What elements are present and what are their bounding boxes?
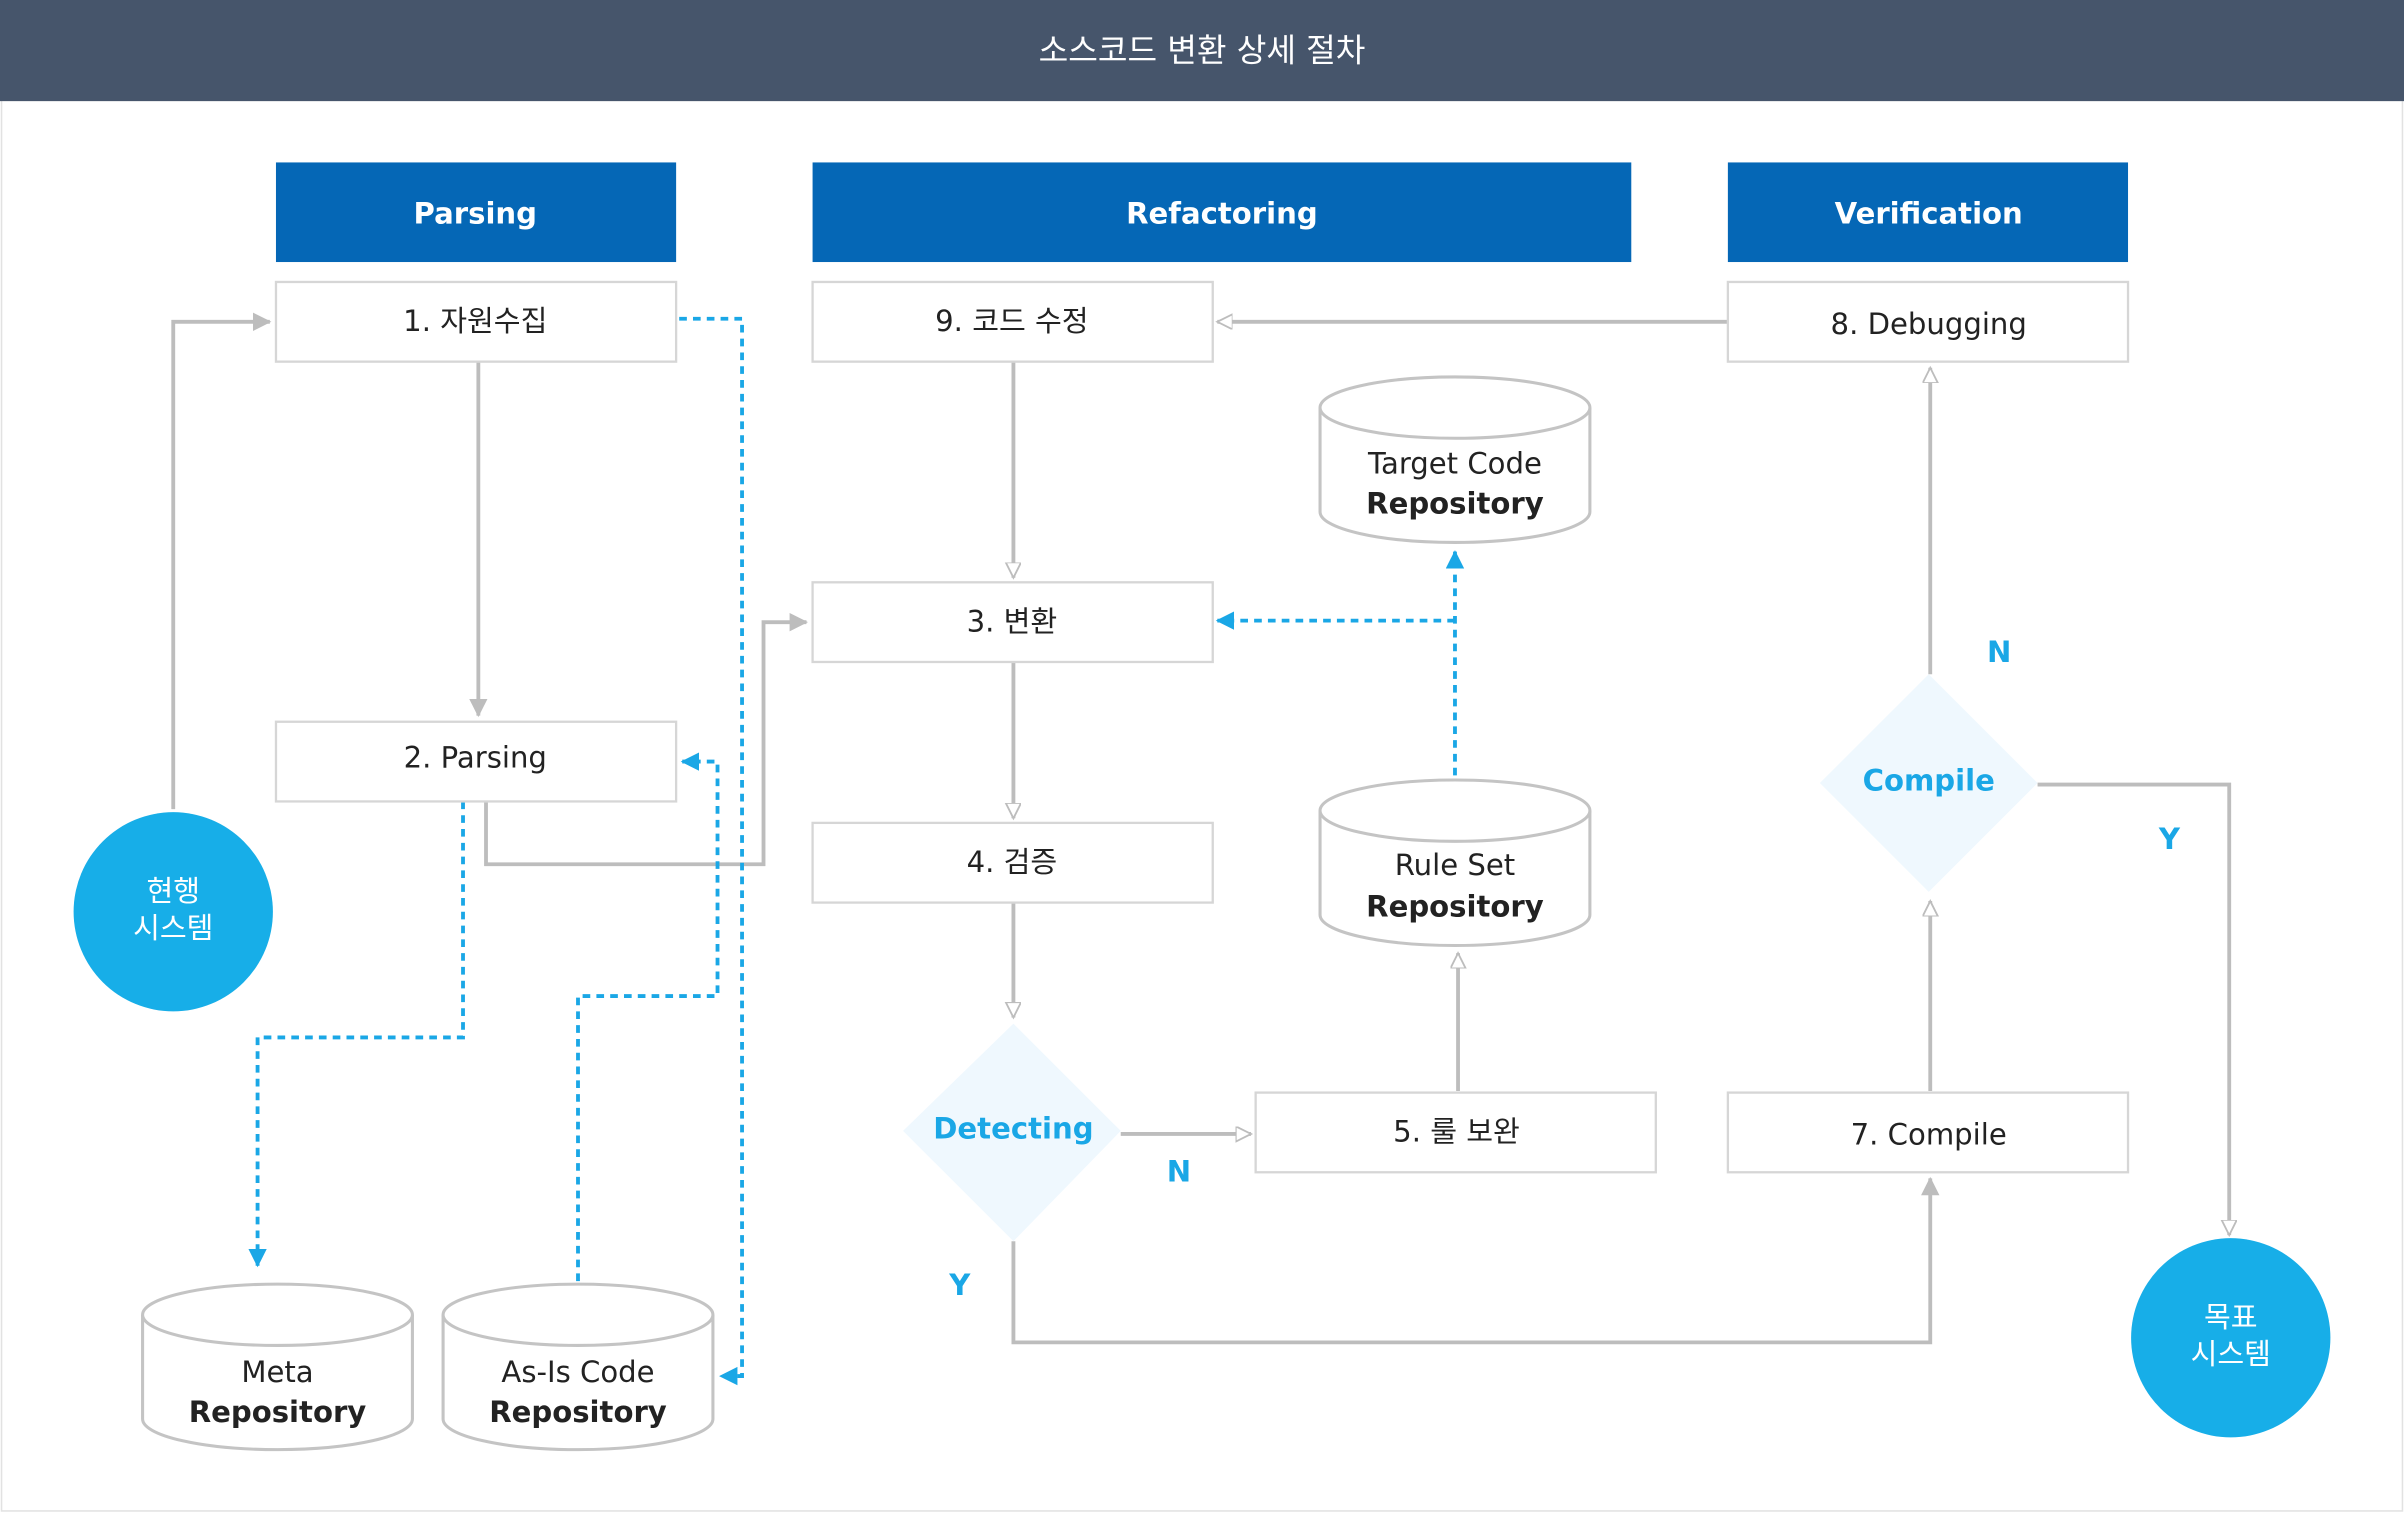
svg-text:Repository: Repository <box>1366 889 1544 923</box>
svg-text:현행: 현행 <box>146 874 200 908</box>
svg-text:Detecting: Detecting <box>933 1112 1093 1146</box>
arrow-s2-to-s3 <box>484 612 808 867</box>
decision-detecting: Detecting <box>903 1023 1121 1242</box>
phase-parsing-label: Parsing <box>414 197 537 231</box>
svg-text:9. 코드 수정: 9. 코드 수정 <box>935 304 1088 338</box>
arrow-compile-to-target <box>2037 782 2230 1236</box>
svg-text:Repository: Repository <box>1366 486 1544 520</box>
svg-text:Target Code: Target Code <box>1367 447 1542 481</box>
svg-text:4. 검증: 4. 검증 <box>967 845 1058 879</box>
target-system: 목표 시스템 <box>2131 1238 2331 1438</box>
step-8: 8. Debugging <box>1726 280 2130 363</box>
step-2: 2. Parsing <box>274 720 678 803</box>
repo-rule-set: Rule Set Repository <box>1318 778 1592 948</box>
phase-verification-label: Verification <box>1835 197 2023 231</box>
step-1: 1. 자원수집 <box>274 280 678 363</box>
title-bar <box>0 0 2404 102</box>
label-compile-yes: Y <box>2158 822 2181 856</box>
step-3: 3. 변환 <box>811 581 1214 664</box>
svg-text:Repository: Repository <box>189 1395 367 1429</box>
svg-text:7. Compile: 7. Compile <box>1851 1118 2007 1152</box>
step-7: 7. Compile <box>1726 1091 2130 1174</box>
step-5: 5. 룰 보완 <box>1254 1091 1657 1174</box>
dashed-s1-to-asis <box>679 316 744 1386</box>
phase-header-parsing <box>275 162 677 263</box>
svg-text:시스템: 시스템 <box>2191 1337 2271 1371</box>
svg-text:As-Is Code: As-Is Code <box>501 1355 654 1389</box>
step-4: 4. 검증 <box>811 821 1214 904</box>
svg-text:8. Debugging: 8. Debugging <box>1831 307 2027 341</box>
repo-as-is-code: As-Is Code Repository <box>441 1282 715 1452</box>
svg-text:Meta: Meta <box>241 1355 313 1389</box>
arrow-detecting-to-s7 <box>1011 1176 1940 1345</box>
svg-text:Repository: Repository <box>489 1395 667 1429</box>
svg-text:2. Parsing: 2. Parsing <box>404 741 547 775</box>
repo-target-code: Target Code Repository <box>1318 375 1592 544</box>
label-detecting-no: N <box>1167 1154 1191 1188</box>
page-title: 소스코드 변환 상세 절차 <box>1039 31 1366 69</box>
dashed-s2-to-meta <box>248 801 465 1268</box>
step-9: 9. 코드 수정 <box>811 280 1214 363</box>
current-system: 현행 시스템 <box>73 812 273 1012</box>
svg-text:5. 룰 보완: 5. 룰 보완 <box>1393 1115 1520 1149</box>
svg-text:목표: 목표 <box>2204 1300 2258 1334</box>
phase-refactoring-label: Refactoring <box>1126 197 1318 231</box>
arrow-current-to-s1 <box>171 312 272 810</box>
svg-text:3. 변환: 3. 변환 <box>967 604 1058 638</box>
svg-text:시스템: 시스템 <box>133 911 213 945</box>
phase-header-verification <box>1727 162 2129 263</box>
repo-meta: Meta Repository <box>141 1282 414 1452</box>
label-compile-no: N <box>1987 635 2011 669</box>
svg-text:Rule Set: Rule Set <box>1395 848 1515 882</box>
svg-text:Compile: Compile <box>1863 764 1995 798</box>
label-detecting-yes: Y <box>948 1268 971 1302</box>
svg-text:1. 자원수집: 1. 자원수집 <box>403 304 547 338</box>
phase-header-refactoring <box>812 162 1632 263</box>
